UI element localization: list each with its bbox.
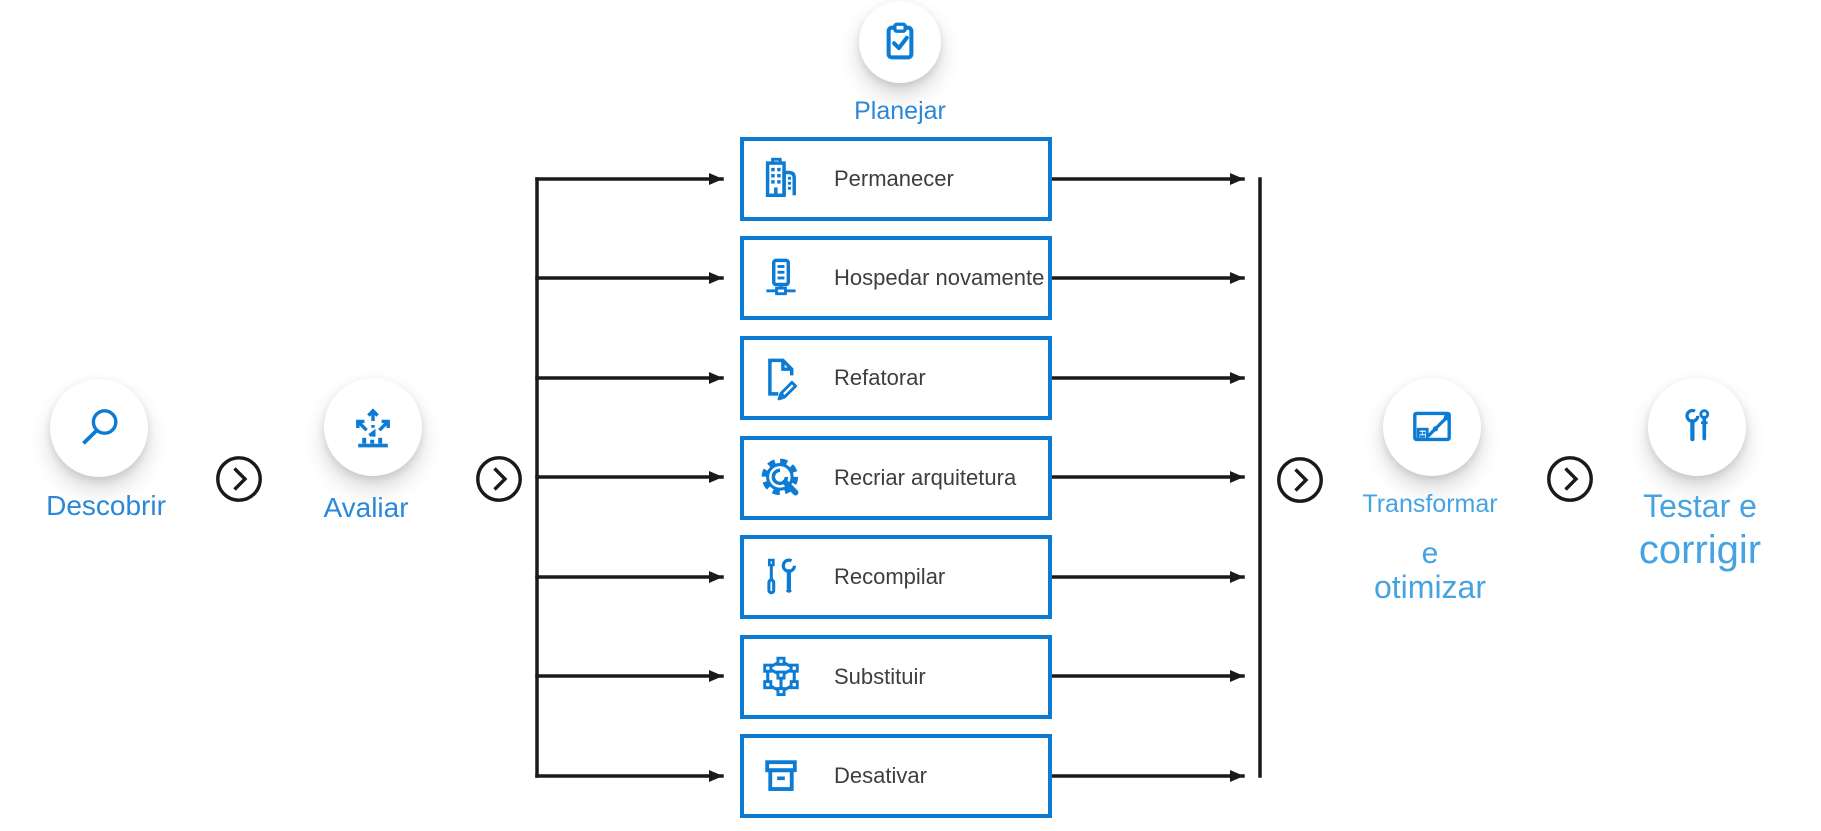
plan-option-recriar-arquitetura: Recriar arquitetura [740, 436, 1052, 520]
step-planejar-label: Planejar [854, 97, 946, 125]
step-testar-label-line2: corrigir [1638, 528, 1762, 572]
step-transformar-label-line2: e [1421, 537, 1439, 570]
plan-option-label: Recompilar [834, 564, 946, 589]
step-descobrir-label: Descobrir [46, 490, 166, 521]
test-tools-icon [1685, 408, 1710, 442]
plan-option-refatorar: Refatorar [740, 336, 1052, 420]
chevron-right-icon [475, 455, 523, 503]
step-avaliar-label: Avaliar [323, 492, 409, 523]
step-transformar-circle [1383, 378, 1481, 476]
plan-option-label: Desativar [834, 763, 927, 788]
magnifier-icon [82, 409, 118, 445]
plan-option-label: Hospedar novamente [834, 265, 1045, 290]
server-network-icon [766, 258, 796, 296]
step-descobrir-circle [50, 379, 148, 477]
gear-wrench-icon [761, 458, 799, 496]
step-planejar-circle [859, 1, 941, 83]
step-testar-label-line1: Testar e [1643, 488, 1757, 524]
plan-option-recompilar: Recompilar [740, 535, 1052, 619]
plan-option-substituir: Substituir [740, 635, 1052, 719]
step-transformar-label-line3: otimizar [1373, 569, 1486, 605]
clipboard-check-icon [886, 22, 914, 60]
optimize-window-icon [1413, 411, 1451, 442]
chevron-right-icon [215, 455, 263, 503]
assess-arrows-icon [356, 408, 390, 448]
plan-option-hospedar-novamente: Hospedar novamente [740, 236, 1052, 320]
chevron-right-icon [1276, 456, 1324, 504]
buildings-icon [765, 157, 796, 198]
chevron-right-icon [1546, 455, 1594, 503]
step-testar-circle [1648, 378, 1746, 476]
plan-option-permanecer: Permanecer [740, 137, 1052, 221]
plan-option-desativar: Desativar [740, 734, 1052, 818]
step-avaliar-circle [324, 378, 422, 476]
document-edit-icon [768, 358, 798, 401]
plan-option-label: Permanecer [834, 166, 954, 191]
step-transformar-label-line1: Transformar [1362, 490, 1498, 518]
plan-option-label: Substituir [834, 664, 926, 689]
archive-box-icon [765, 760, 797, 791]
cube-nodes-icon [763, 656, 799, 697]
tools-icon [767, 558, 797, 595]
plan-option-label: Refatorar [834, 365, 926, 390]
plan-option-label: Recriar arquitetura [834, 465, 1017, 490]
